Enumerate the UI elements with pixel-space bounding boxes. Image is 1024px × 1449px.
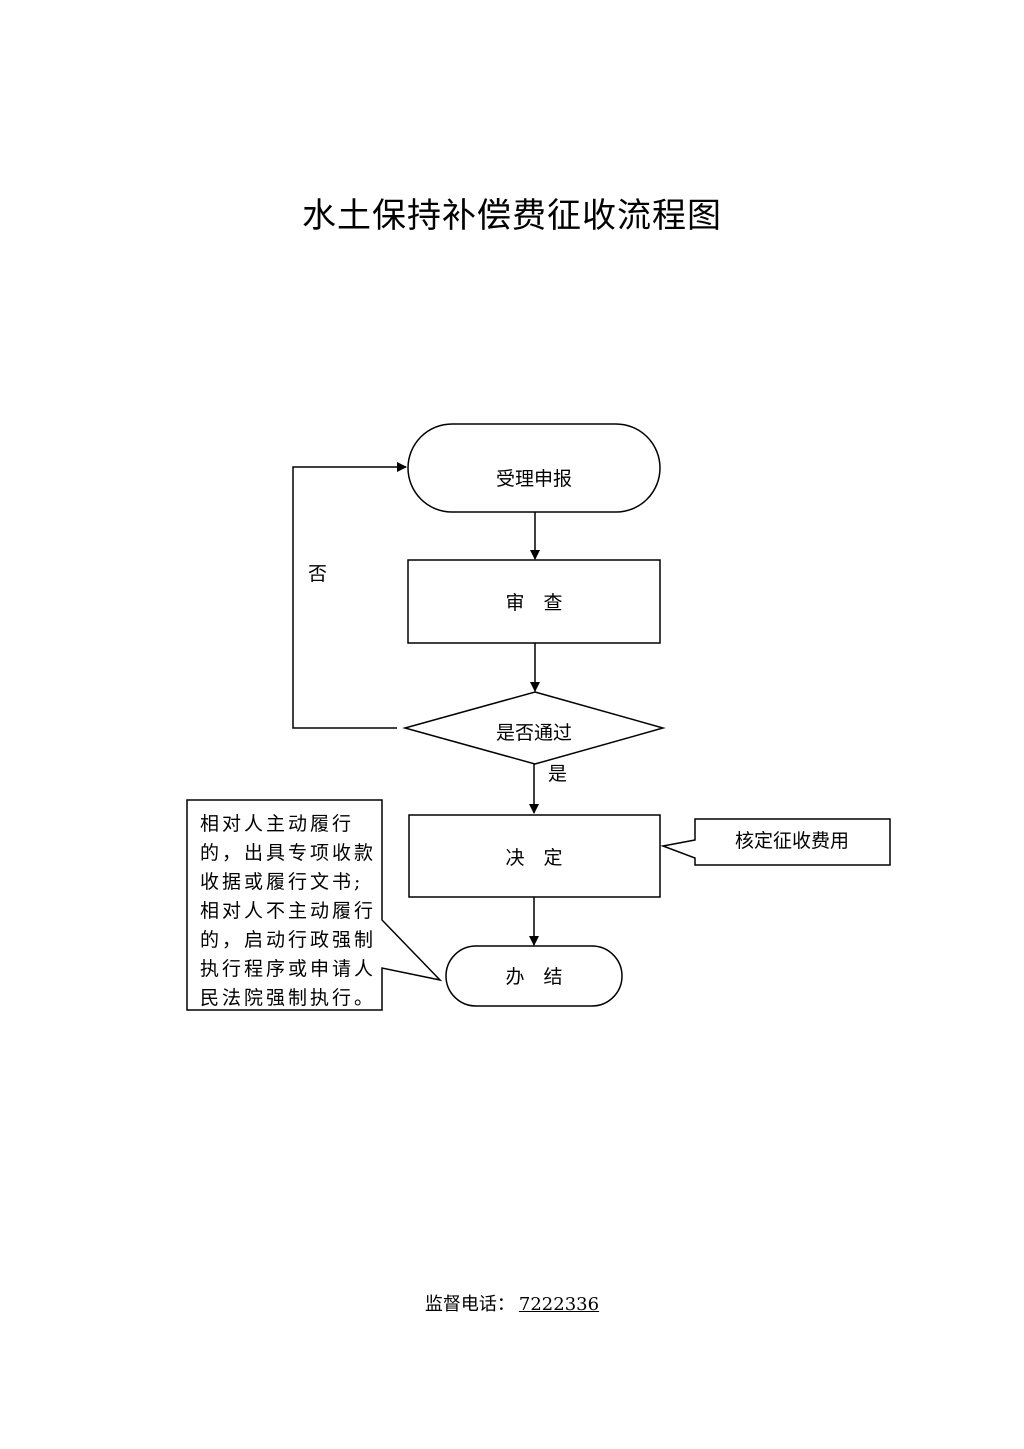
node-accept-label: 受理申报: [496, 468, 572, 490]
callout-enforcement-text: 相对人主动履行 的，出具专项收款 收据或履行文书; 相对人不主动履行 的，启动行…: [200, 810, 380, 1013]
hotline-label: 监督电话：: [424, 1294, 515, 1315]
note-line: 相对人主动履行: [200, 813, 355, 835]
callout-enforcement-shape: [186, 799, 443, 1011]
page-title: 水土保持补偿费征收流程图: [302, 196, 722, 236]
node-decide-shape: [408, 814, 661, 898]
node-review-shape: [407, 559, 661, 644]
node-accept-shape: [407, 423, 661, 513]
node-decision-label: 是否通过: [496, 722, 572, 744]
edge-label-no: 否: [308, 563, 327, 585]
note-line: 执行程序或申请人: [200, 958, 377, 980]
note-line: 民法院强制执行。: [200, 987, 377, 1009]
callout-fee-label: 核定征收费用: [735, 830, 849, 852]
footer-hotline: 监督电话：7222336: [0, 1290, 1024, 1316]
node-finish-label: 办 结: [505, 966, 562, 988]
note-line: 收据或履行文书;: [200, 871, 364, 893]
note-line: 的，启动行政强制: [200, 929, 377, 951]
note-line: 相对人不主动履行: [200, 900, 377, 922]
edge-label-yes: 是: [548, 763, 567, 785]
edge-decision-no-loop: [292, 462, 407, 729]
node-decision-shape: [402, 691, 666, 765]
callout-fee-shape: [660, 818, 891, 866]
node-finish-shape: [445, 945, 623, 1007]
note-line: 的，出具专项收款: [200, 842, 377, 864]
node-review-label: 审 查: [505, 592, 562, 614]
hotline-number: 7222336: [518, 1294, 600, 1315]
node-decide-label: 决 定: [505, 847, 562, 869]
